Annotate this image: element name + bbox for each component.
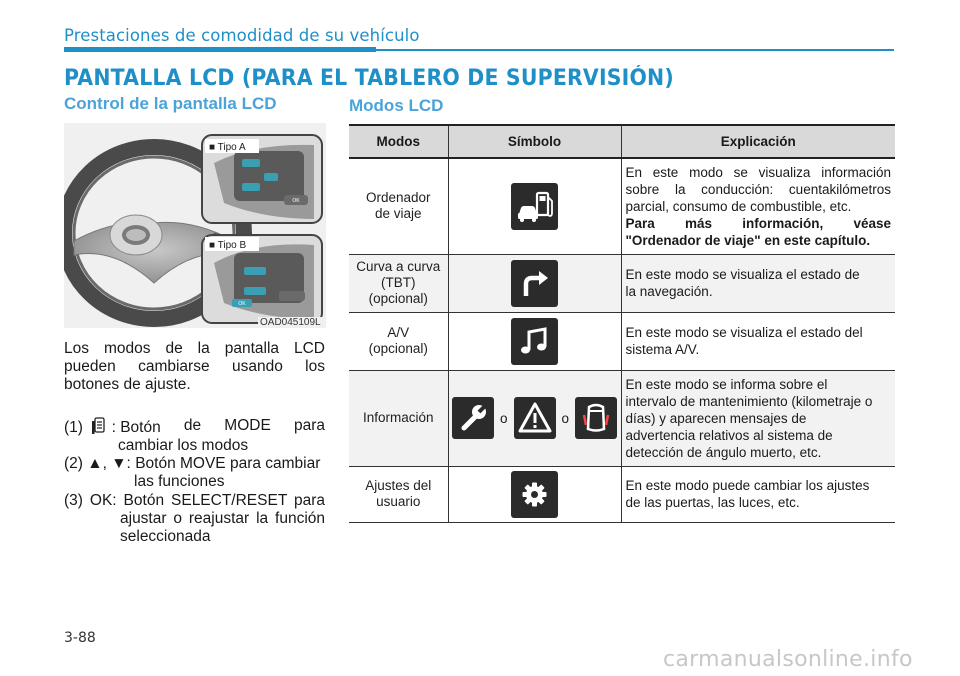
watermark: carmanualsonline.info [663, 647, 913, 672]
column-header-symbol: Símbolo [447, 124, 622, 159]
table-row: A/V(opcional) En este modo se visualiza … [349, 312, 895, 371]
trip-computer-icon [511, 182, 558, 230]
ok-label-a: OK [292, 198, 300, 204]
type-b-label: ■ Tipo B [209, 240, 246, 251]
list-item: (2) ▲, ▼: Botón MOVE para cambiar las fu… [64, 455, 321, 490]
header-rule [376, 49, 894, 51]
or-label: o [561, 410, 570, 426]
figure-code: OAD045109L [258, 317, 323, 328]
wrench-icon [451, 397, 494, 439]
table-row: Curva a curva(TBT)(opcional) En este mod… [349, 254, 895, 313]
steering-wheel-illustration: OK OK ■ Tipo A ■ Tipo B [56, 134, 323, 327]
table-row: Información o o [349, 370, 895, 467]
page-number: 3-88 [64, 630, 96, 646]
table-header-row: Modos Símbolo Explicación [349, 124, 895, 159]
column-header-modes: Modos [349, 124, 448, 159]
type-a-label: ■ Tipo A [209, 142, 246, 153]
lcd-control-heading: Control de la pantalla LCD [64, 94, 277, 113]
or-label: o [499, 410, 508, 426]
gear-icon [511, 470, 558, 518]
turn-arrow-icon [511, 259, 558, 307]
header-accent-bar [64, 47, 376, 52]
list-item: (1) : Botón de MODE para cambiar los mod… [64, 417, 325, 454]
page-title: PANTALLA LCD (PARA EL TABLERO DE SUPERVI… [64, 66, 674, 91]
ok-label-b: OK [238, 301, 246, 307]
music-note-icon [511, 317, 558, 365]
intro-paragraph: Los modos de la pantalla LCD pueden camb… [64, 340, 325, 393]
column-header-explanation: Explicación [621, 124, 895, 159]
running-header: Prestaciones de comodidad de su vehículo [64, 26, 420, 45]
mode-button-icon [92, 417, 105, 434]
warning-triangle-icon [513, 397, 556, 439]
list-item: (3) OK: Botón SELECT/RESET para ajustar … [64, 492, 325, 545]
lcd-modes-heading: Modos LCD [349, 96, 444, 115]
blind-spot-icon [575, 397, 618, 439]
steering-wheel-figure: OK OK ■ Tipo A ■ Tipo B [56, 123, 326, 328]
